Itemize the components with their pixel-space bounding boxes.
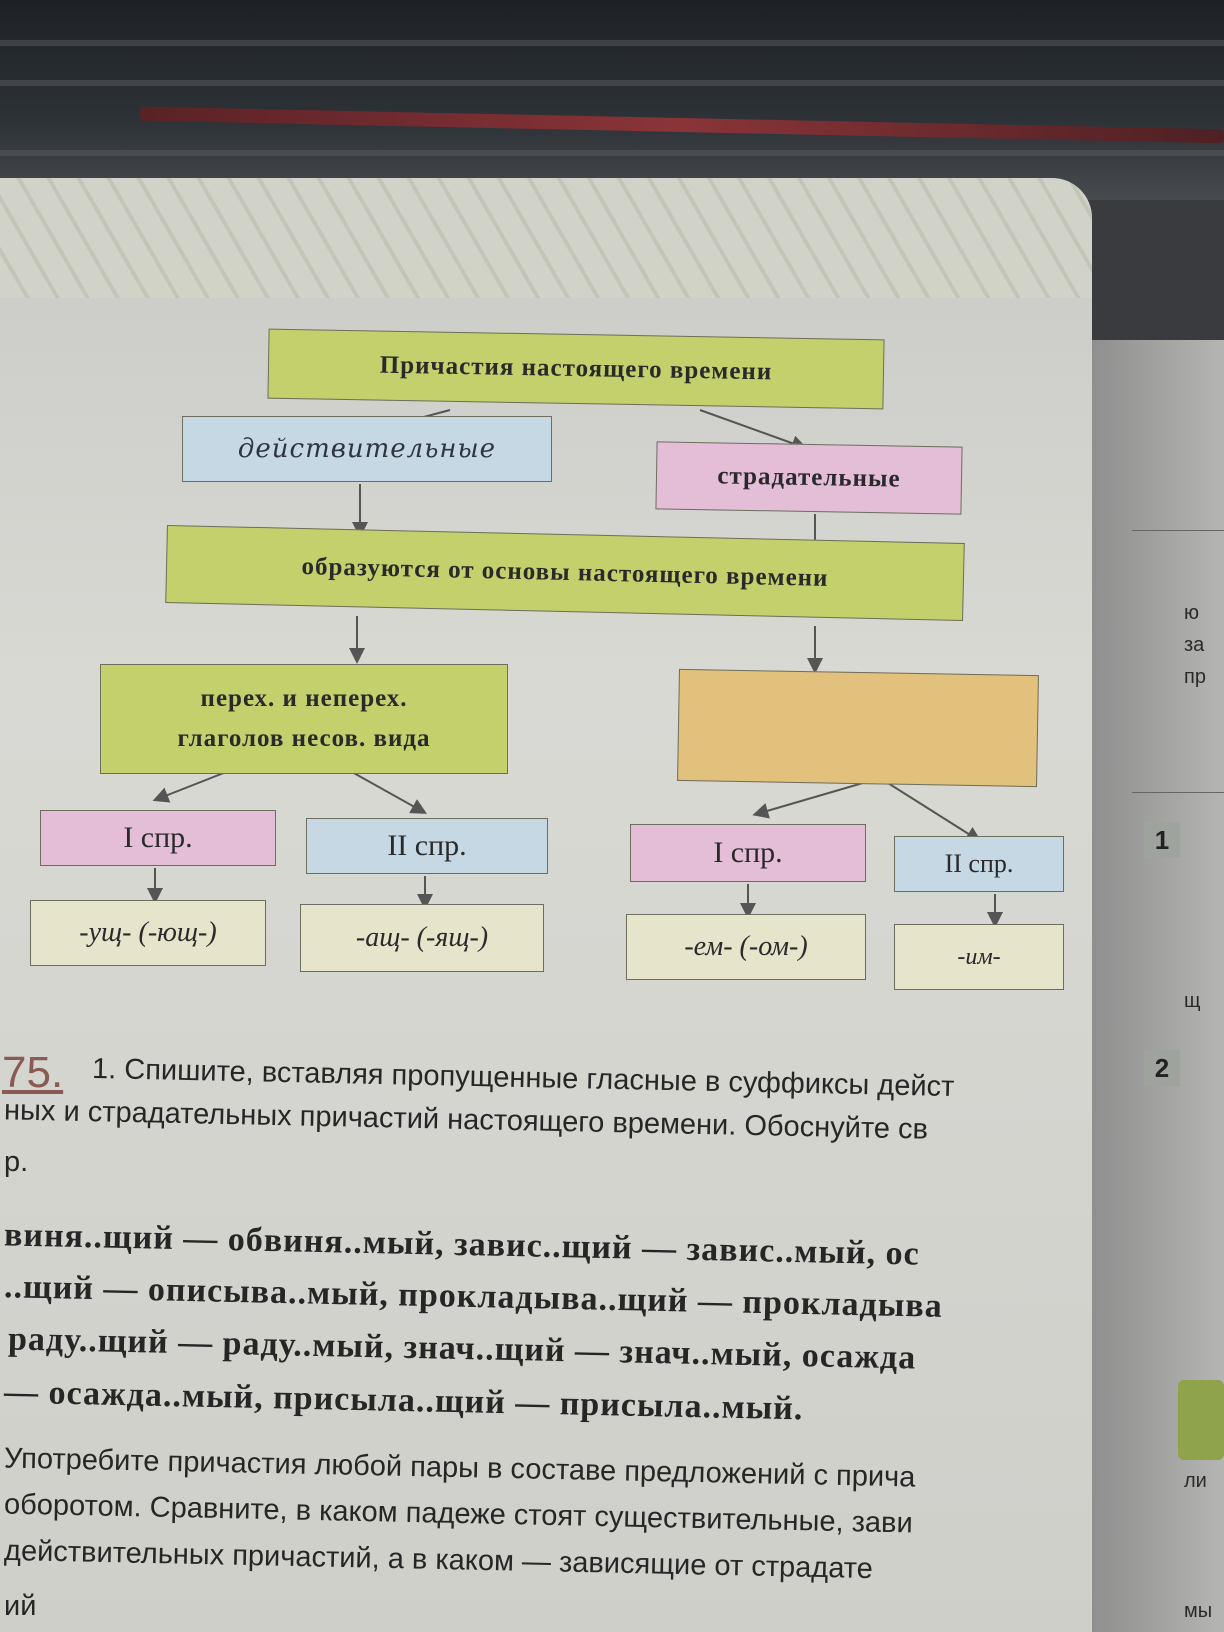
passive-participles-box: страдательные <box>655 441 963 515</box>
textbook-page: Причастия настоящего времени действитель… <box>0 178 1092 1632</box>
active-verbs-line: глаголов несов. вида <box>177 725 431 752</box>
exercise-number: 75. <box>2 1048 64 1097</box>
page-fragment: мы <box>1184 1600 1213 1622</box>
page-number-badge: 2 <box>1144 1050 1180 1086</box>
background-notebook <box>0 0 1224 200</box>
arrow <box>699 409 808 451</box>
task2-line: ий <box>4 1590 37 1622</box>
conj-1-passive-box: I спр. <box>630 824 866 882</box>
page-fragment: пр <box>1184 666 1206 688</box>
conj-2-passive-box: II спр. <box>894 836 1064 892</box>
page-fragment: ю <box>1184 602 1199 624</box>
page-fragment: за <box>1184 634 1205 656</box>
conj-2-box: II спр. <box>306 818 548 874</box>
active-verbs-box: перех. и неперех. глаголов несов. вида <box>100 664 508 774</box>
suffix-box: -ащ- (-ящ-) <box>300 904 544 972</box>
active-verbs-line: перех. и неперех. <box>200 685 408 712</box>
task-line: р. <box>4 1146 29 1178</box>
arrow <box>879 777 982 843</box>
conj-1-box: I спр. <box>40 810 276 866</box>
decor-icon <box>1178 1380 1224 1460</box>
suffix-box: -им- <box>894 924 1064 990</box>
suffix-box: -ем- (-ом-) <box>626 914 866 980</box>
page-fragment: щ <box>1184 990 1201 1012</box>
page-number-badge: 1 <box>1144 822 1180 858</box>
diagram-title: Причастия настоящего времени <box>267 328 885 410</box>
page-fragment: ли <box>1184 1470 1207 1492</box>
adjacent-page: ю за пр 1 щ 2 ли мы <box>1092 340 1224 1632</box>
suffix-box: -ущ- (-ющ-) <box>30 900 266 966</box>
passive-verbs-box <box>677 668 1039 788</box>
page-banner <box>0 178 1092 298</box>
active-participles-box: действительные <box>182 416 552 482</box>
